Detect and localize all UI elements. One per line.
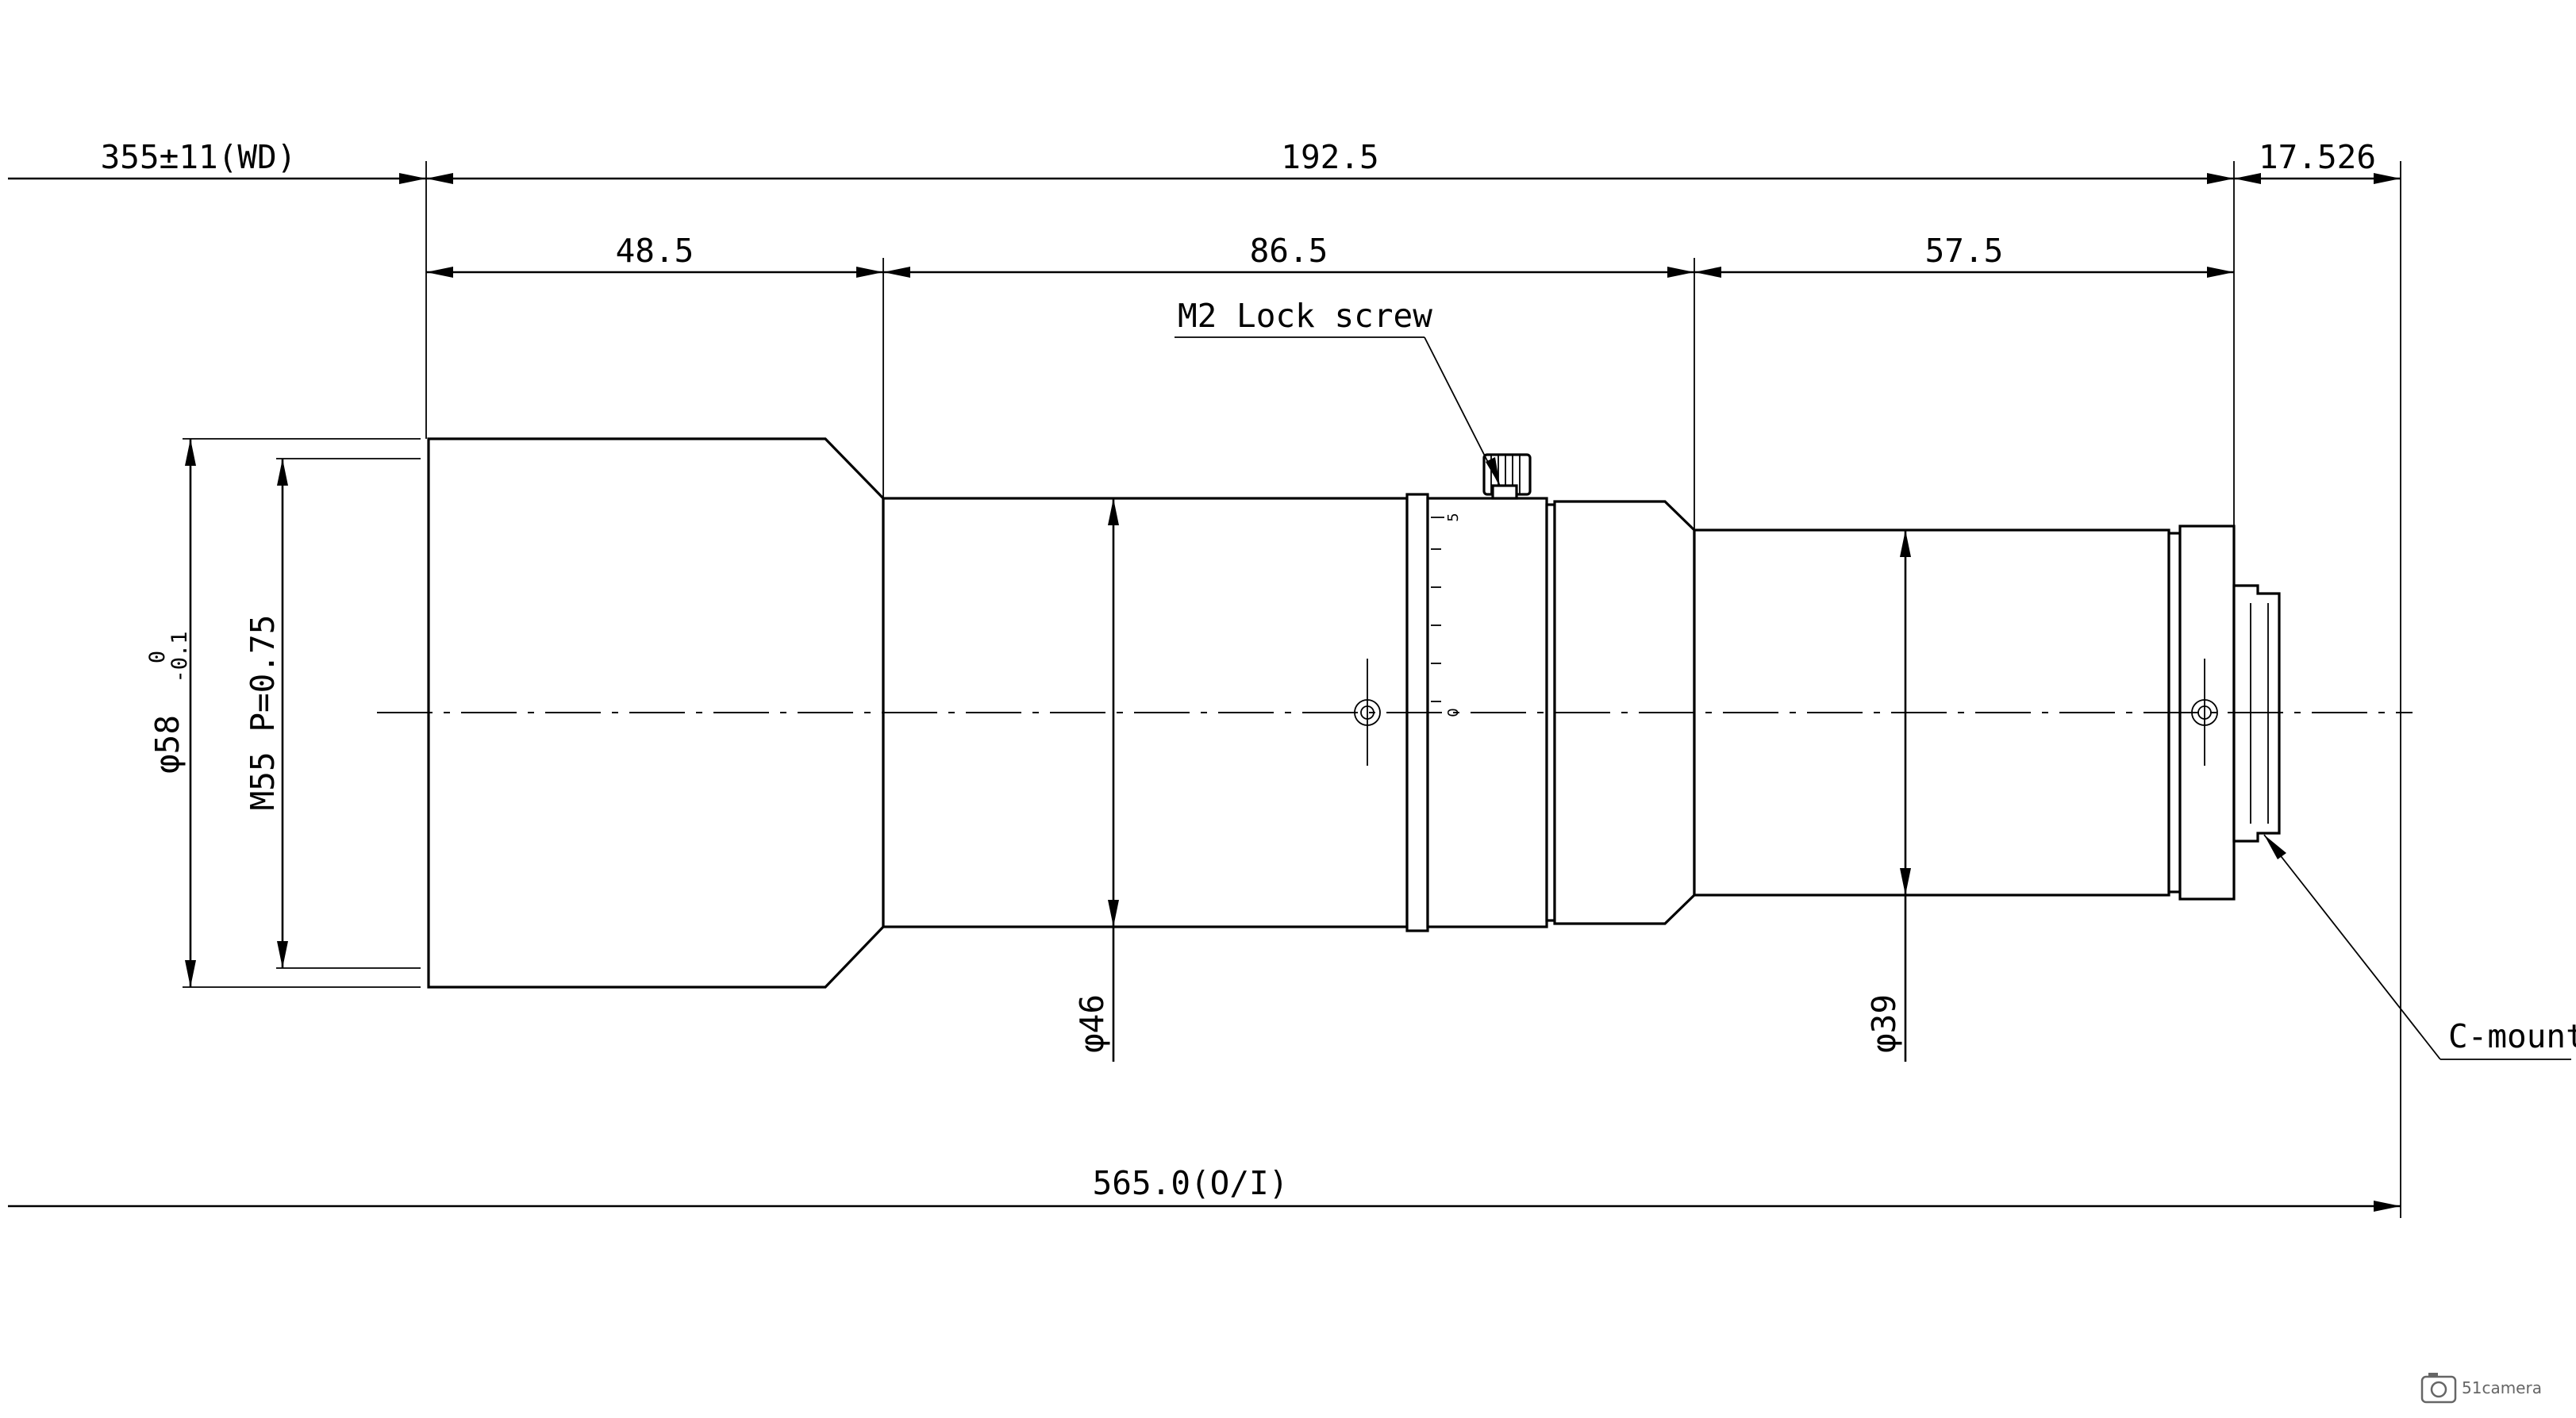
- front-tolerance-lower: -0.1: [167, 631, 192, 682]
- lock-screw-label: M2 Lock screw: [1178, 297, 1432, 335]
- front-tolerance-upper: 0: [145, 651, 170, 663]
- center-mark-rear: [2191, 659, 2218, 766]
- dimension-labels: 355±11(WD) 192.5 17.526 48.5 86.5 57.5 5…: [101, 138, 2576, 1202]
- c-mount-label: C-mount: [2448, 1017, 2576, 1055]
- scale-label-top: 5: [1445, 513, 1462, 521]
- leader-lines: [1175, 336, 2571, 1060]
- camera-logo-icon: [2420, 1373, 2457, 1404]
- total-length-label: 192.5: [1281, 138, 1378, 176]
- front-diameter-label: φ58: [148, 715, 186, 774]
- watermark-brand: 51camera: [2462, 1378, 2542, 1397]
- mount-flange-label: 17.526: [2259, 138, 2376, 176]
- rear-diameter-label: φ39: [1865, 994, 1903, 1053]
- mid-section-label: 86.5: [1250, 232, 1328, 270]
- wd-label: 355±11(WD): [101, 138, 297, 176]
- dimension-lines: [8, 173, 2401, 1212]
- rear-section-label: 57.5: [1925, 232, 2004, 270]
- object-to-image-label: 565.0(O/I): [1093, 1164, 1289, 1202]
- extension-lines: [183, 161, 2401, 1218]
- watermark: 51camera: [2420, 1373, 2542, 1404]
- vertical-dimension-lines: [185, 439, 1911, 1062]
- filter-thread-label: M55 P=0.75: [244, 615, 282, 811]
- front-section-label: 48.5: [616, 232, 694, 270]
- mid-diameter-label: φ46: [1073, 994, 1111, 1053]
- lens-body: 5 0: [377, 437, 2413, 989]
- center-mark-front: [1354, 659, 1381, 766]
